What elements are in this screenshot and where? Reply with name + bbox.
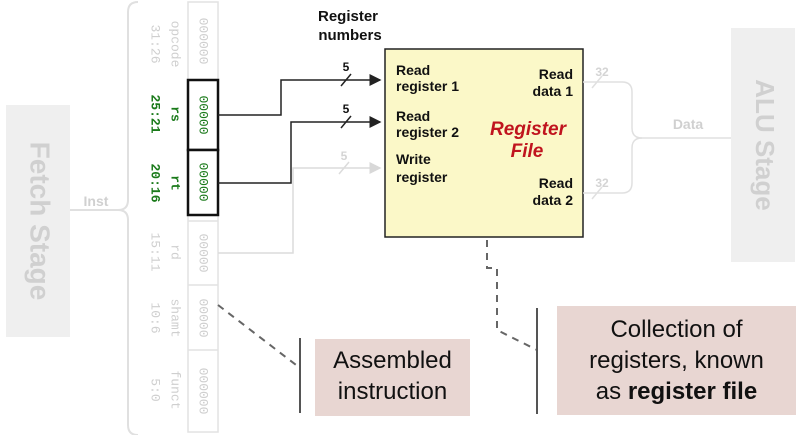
field-value-rt: 00000	[196, 162, 211, 201]
read-register-2-label-line2: register 2	[396, 124, 459, 140]
alu-stage: ALU Stage	[731, 28, 795, 262]
field-bits-shamt: 10:6	[148, 302, 163, 333]
field-value-opcode: 000000	[196, 18, 211, 65]
rt-wire-bits: 5	[343, 102, 350, 116]
write-register-wire	[218, 161, 382, 254]
register-file-note-prefix: as	[595, 378, 628, 405]
field-name-funct: funct	[168, 370, 183, 409]
read-register-1-label-line2: register 1	[396, 78, 459, 94]
register-file-note-line1: Collection of	[610, 316, 743, 343]
read-data-1-bits: 32	[595, 65, 609, 79]
callout-lines	[217, 240, 538, 369]
read-data-2-label-line2: data 2	[533, 192, 574, 208]
field-value-rd: 00000	[196, 233, 211, 272]
rs-wire-bits: 5	[343, 60, 350, 74]
register-numbers-label-line1: Register	[318, 8, 378, 25]
register-numbers-label-line2: numbers	[318, 27, 381, 44]
field-name-opcode: opcode	[168, 21, 183, 68]
field-name-shamt: shamt	[168, 298, 183, 337]
field-name-rt: rt	[168, 175, 183, 191]
data-label: Data	[673, 116, 704, 132]
register-file-callout: Collection of registers, known as regist…	[557, 306, 796, 415]
field-bits-rd: 15:11	[148, 232, 163, 271]
fetch-stage: Fetch Stage	[6, 105, 70, 337]
field-value-funct: 000000	[196, 368, 211, 415]
register-file-note-line2: registers, known	[589, 347, 764, 374]
register-file: Read register 1 Read register 2 Write re…	[384, 48, 584, 238]
read-register-2-label-line1: Read	[396, 108, 430, 124]
assembled-instruction-line2: instruction	[337, 378, 448, 405]
field-name-rd: rd	[168, 244, 183, 260]
assembled-instruction-callout: Assembled instruction	[315, 339, 470, 416]
fetch-stage-label: Fetch Stage	[25, 142, 56, 301]
rt-wire	[218, 115, 382, 184]
field-bits-rt: 20:16	[148, 163, 163, 202]
instruction-fields: opcode 31:26 000000 rs 25:21 00000 rt 20…	[148, 1, 220, 433]
read-register-1-label-line1: Read	[396, 62, 430, 78]
read-data-2-label-line1: Read	[539, 175, 573, 191]
write-register-wire-bits: 5	[341, 149, 348, 163]
assembled-instruction-line1: Assembled	[333, 347, 452, 374]
inst-label: Inst	[84, 193, 109, 209]
field-bits-funct: 5:0	[148, 378, 163, 401]
field-name-rs: rs	[168, 106, 183, 122]
field-value-shamt: 00000	[196, 298, 211, 337]
register-file-note-line3: as register file	[557, 376, 796, 407]
read-data-2-bits: 32	[595, 176, 609, 190]
field-box-rt	[186, 148, 220, 217]
output-wires	[583, 75, 731, 200]
field-bits-opcode: 31:26	[148, 24, 163, 63]
read-data-1-label-line2: data 1	[533, 83, 574, 99]
register-file-title-line2: File	[511, 141, 544, 162]
field-value-rs: 00000	[196, 95, 211, 134]
field-bits-rs: 25:21	[148, 94, 163, 133]
write-register-label-line2: register	[396, 169, 448, 185]
inst-wire	[70, 1, 139, 435]
write-register-label-line1: Write	[396, 151, 431, 167]
register-file-note-emphasis: register file	[627, 378, 758, 405]
alu-stage-label: ALU Stage	[750, 79, 780, 210]
read-data-1-label-line1: Read	[539, 66, 573, 82]
rs-wire	[218, 73, 382, 116]
register-file-title-line1: Register	[490, 119, 568, 140]
